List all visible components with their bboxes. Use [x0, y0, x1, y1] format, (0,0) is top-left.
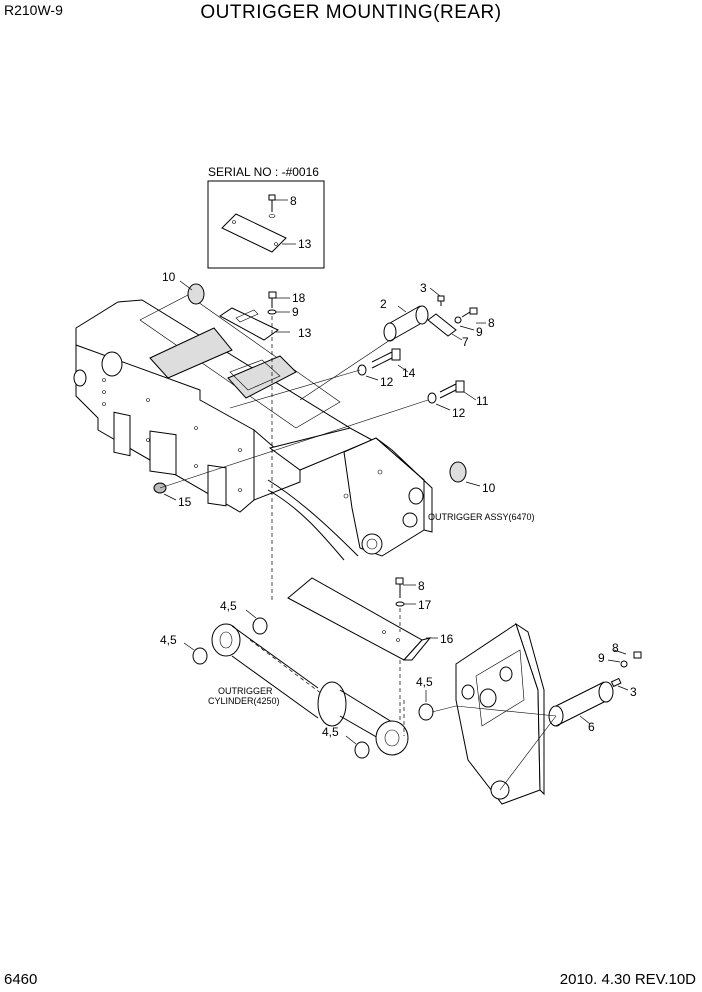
callout-numbers: 8 13 10 18 9 13 2 3 8 9 7 14 12 11 12 10…: [160, 194, 637, 739]
callout-18: 18: [292, 291, 306, 305]
callout-8: 8: [418, 579, 425, 593]
callout-4-5: 4,5: [220, 599, 237, 613]
callout-14: 14: [402, 366, 416, 380]
callout-17: 17: [418, 598, 432, 612]
callout-9: 9: [598, 651, 605, 665]
assembly-lines: [159, 339, 557, 791]
small-parts: [153, 283, 467, 759]
outrigger-leg: [455, 622, 545, 805]
outrigger-cylinder: [211, 623, 409, 756]
callout-8: 8: [488, 316, 495, 330]
callout-13: 13: [298, 326, 312, 340]
cylinder-label-line1: OUTRIGGER: [218, 686, 273, 696]
outrigger-assy-label: OUTRIGGER ASSY(6470): [428, 512, 535, 522]
cylinder-cover: [287, 577, 432, 661]
callout-6: 6: [588, 720, 595, 734]
callout-12: 12: [452, 406, 466, 420]
callout-7: 7: [462, 335, 469, 349]
cylinder-label-line2: CYLINDER(4250): [208, 696, 280, 706]
main-frame: [73, 294, 374, 561]
model-code: R210W-9: [4, 2, 63, 18]
callout-15: 15: [178, 495, 192, 509]
callout-10: 10: [162, 270, 176, 284]
callout-8: 8: [290, 194, 297, 208]
bolts-14-11: [357, 348, 465, 404]
page-title: OUTRIGGER MOUNTING(REAR): [200, 2, 502, 23]
outrigger-bracket: [343, 437, 433, 557]
callout-4-5: 4,5: [416, 675, 433, 689]
callout-13: 13: [298, 237, 312, 251]
leader-lines: [163, 280, 629, 745]
callout-16: 16: [440, 632, 454, 646]
callout-11: 11: [476, 394, 489, 408]
revision-date: 2010. 4.30 REV.10D: [559, 971, 696, 988]
callout-12: 12: [380, 375, 394, 389]
callout-4-5: 4,5: [160, 633, 177, 647]
callout-9: 9: [476, 325, 483, 339]
serial-label: SERIAL NO : -#0016: [208, 165, 319, 179]
serial-inset: SERIAL NO : -#0016: [207, 165, 325, 269]
callout-10: 10: [482, 481, 496, 495]
callout-2: 2: [380, 297, 387, 311]
callout-3: 3: [420, 281, 427, 295]
callout-8: 8: [612, 641, 619, 655]
callout-3: 3: [630, 685, 637, 699]
pin-2: [383, 295, 478, 342]
pin-6: [548, 677, 622, 727]
plate-13: [219, 291, 642, 720]
callout-4-5: 4,5: [322, 725, 339, 739]
callout-9: 9: [292, 305, 299, 319]
page-number: 6460: [4, 971, 38, 988]
